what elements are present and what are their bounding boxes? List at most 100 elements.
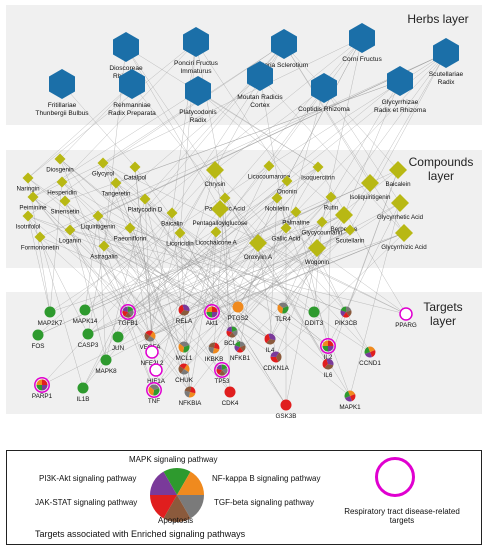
herb-label-h6-line2: Thunbergii Bulbus bbox=[35, 110, 89, 117]
compound-label-c19: Glycyrrhetic Acid bbox=[377, 214, 424, 221]
herb-label-h7-line2: Radix Preparata bbox=[108, 110, 156, 117]
pie-slice bbox=[240, 341, 246, 347]
edge bbox=[127, 180, 288, 313]
edge bbox=[103, 245, 231, 393]
pie-slice bbox=[278, 302, 289, 308]
edge bbox=[115, 182, 231, 393]
edge bbox=[283, 43, 405, 234]
target-label-t11: FOS bbox=[32, 343, 45, 350]
compound-label-c9: Hesperidin bbox=[47, 190, 77, 197]
edge bbox=[97, 215, 151, 337]
edge bbox=[61, 83, 136, 168]
pie-slice bbox=[344, 396, 352, 402]
edge bbox=[330, 80, 401, 198]
compound-label-c7: Baicalein bbox=[385, 181, 411, 188]
pie-slice bbox=[282, 306, 289, 314]
pie-slice bbox=[178, 365, 184, 374]
compound-node-c30 bbox=[174, 227, 186, 239]
resp-ring bbox=[320, 338, 336, 354]
compound-label-c24: Palmatine bbox=[282, 220, 310, 227]
edge bbox=[239, 242, 259, 348]
pie-slice bbox=[234, 341, 240, 347]
edge bbox=[82, 165, 270, 389]
edge bbox=[219, 208, 233, 333]
pie-slice bbox=[145, 330, 154, 336]
legend-pi3k-label: PI3K-Akt signaling pathway bbox=[39, 474, 137, 483]
pie-slice bbox=[340, 306, 346, 312]
compound-label-c17: Nobiletin bbox=[265, 206, 290, 213]
edge bbox=[39, 236, 84, 389]
target-dot bbox=[44, 306, 56, 318]
pie-slice bbox=[212, 312, 218, 318]
compound-label-c12: Isoliquiritigenin bbox=[350, 194, 391, 201]
pie-slice bbox=[348, 390, 356, 396]
compound-node-c15 bbox=[139, 193, 151, 205]
compound-label-c28: Loganin bbox=[59, 238, 82, 245]
compound-label-c4: Chrysin bbox=[205, 181, 227, 188]
target-label-t13: JUN bbox=[112, 345, 125, 352]
legend-pie-slice-4 bbox=[150, 495, 177, 519]
resp-ring bbox=[145, 345, 159, 359]
legend-enriched-caption: Targets associated with Enriched signali… bbox=[35, 529, 246, 539]
edge bbox=[27, 215, 89, 335]
edge bbox=[49, 181, 63, 313]
pie-slice bbox=[214, 342, 220, 350]
target-node-t35: MAPK1 bbox=[339, 390, 361, 411]
target-node-t25: HIF1A bbox=[147, 363, 166, 385]
compound-node-c18 bbox=[325, 191, 337, 203]
target-dot bbox=[79, 304, 91, 316]
edge bbox=[37, 182, 371, 336]
pie-slice bbox=[184, 364, 190, 373]
edge bbox=[211, 229, 351, 313]
pie-slice bbox=[328, 340, 334, 346]
target-label-t19: MCL1 bbox=[176, 355, 193, 362]
pie-slice bbox=[36, 385, 42, 391]
pie-slice bbox=[322, 346, 328, 352]
compound-node-c23 bbox=[211, 200, 229, 218]
target-label-t1: MAP2K7 bbox=[38, 320, 63, 327]
edge bbox=[276, 197, 371, 353]
compound-label-c6: Isoquercitrin bbox=[301, 175, 335, 182]
resp-ring bbox=[120, 304, 136, 320]
edge bbox=[64, 200, 213, 313]
target-label-t21: NFKB1 bbox=[230, 355, 251, 362]
edge bbox=[39, 236, 213, 313]
compound-node-c12 bbox=[361, 174, 379, 192]
target-label-t7: TLR4 bbox=[275, 316, 291, 323]
edge bbox=[115, 182, 271, 340]
edge bbox=[183, 196, 332, 370]
compound-node-c1 bbox=[54, 153, 66, 165]
pie-slice bbox=[212, 306, 218, 312]
target-node-t15: BCL2 bbox=[224, 326, 240, 347]
pie-slice bbox=[122, 310, 128, 317]
compound-label-c1: Diosgenin bbox=[46, 167, 74, 174]
compound-node-c34 bbox=[308, 239, 326, 257]
edge bbox=[215, 80, 401, 233]
compound-node-c9 bbox=[56, 176, 68, 188]
target-node-t28: IL6 bbox=[322, 358, 334, 379]
edges-group bbox=[27, 37, 447, 406]
edge bbox=[82, 169, 216, 389]
edge bbox=[151, 166, 319, 353]
pie-slice bbox=[324, 364, 334, 370]
compound-node-c14 bbox=[59, 195, 71, 207]
target-label-t5: Akt1 bbox=[206, 320, 219, 327]
legend-pie-slice-2 bbox=[177, 495, 204, 519]
compound-node-c3 bbox=[129, 161, 141, 173]
edge bbox=[41, 229, 351, 386]
resp-ring bbox=[214, 362, 230, 378]
pie-slice bbox=[208, 342, 216, 348]
compound-node-c2 bbox=[97, 157, 109, 169]
edge bbox=[317, 166, 407, 315]
target-label-t24: MAPK8 bbox=[95, 368, 117, 375]
edge bbox=[125, 46, 259, 244]
herbs-layer-title: Herbs layer bbox=[407, 12, 469, 26]
compound-node-c27 bbox=[34, 231, 46, 243]
edge bbox=[117, 180, 288, 338]
legend-jakstat-label: JAK-STAT signaling pathway bbox=[35, 498, 138, 507]
pie-slice bbox=[270, 351, 280, 357]
edge bbox=[286, 52, 447, 182]
pie-slice bbox=[264, 333, 270, 344]
target-label-t20: IKBKB bbox=[205, 356, 224, 363]
edge bbox=[327, 202, 401, 347]
